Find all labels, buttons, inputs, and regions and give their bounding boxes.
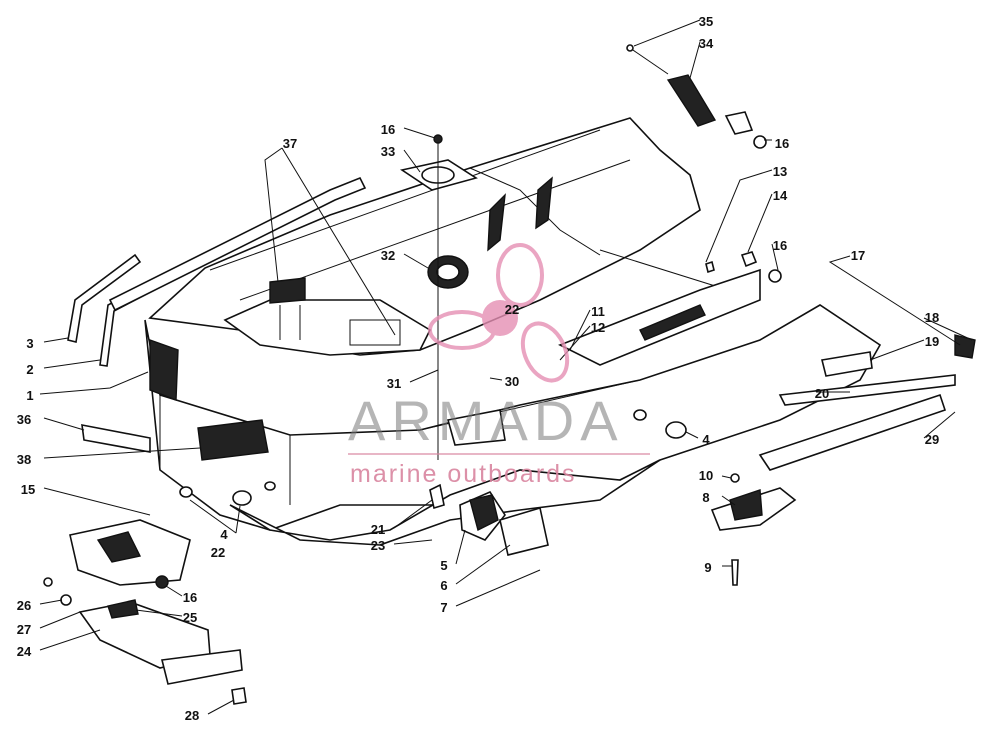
callout-c6: 6 <box>440 578 447 593</box>
callout-c29: 29 <box>925 432 939 447</box>
callout-c30: 30 <box>505 374 519 389</box>
callout-c36: 36 <box>17 412 31 427</box>
callout-c25: 25 <box>183 610 197 625</box>
callout-c16c: 16 <box>381 122 395 137</box>
callout-c27: 27 <box>17 622 31 637</box>
callout-c5: 5 <box>440 558 447 573</box>
callout-c19: 19 <box>925 334 939 349</box>
callout-c32: 32 <box>381 248 395 263</box>
pulley-guard <box>429 409 549 556</box>
lower-left-parts <box>43 519 247 705</box>
callout-c23: 23 <box>371 538 385 553</box>
callout-c18: 18 <box>925 310 939 325</box>
headlight-parts <box>399 134 478 460</box>
callout-c28: 28 <box>185 708 199 723</box>
callout-c14: 14 <box>773 188 788 203</box>
callout-c16d: 16 <box>183 590 197 605</box>
callout-c37: 37 <box>283 136 297 151</box>
callout-c10: 10 <box>699 468 713 483</box>
watermark: ARMADA marine outboards <box>348 243 650 488</box>
callout-c21: 21 <box>371 522 385 537</box>
callout-c38: 38 <box>17 452 31 467</box>
callout-c1: 1 <box>26 388 33 403</box>
propeller-logo-icon <box>428 243 570 383</box>
callout-c9: 9 <box>704 560 711 575</box>
callout-c16a: 16 <box>775 136 789 151</box>
callout-c35: 35 <box>699 14 713 29</box>
hood-assembly <box>144 117 976 546</box>
hinge-34 <box>626 44 767 149</box>
trim-strips <box>67 176 367 367</box>
callout-c33: 33 <box>381 144 395 159</box>
callout-c4b: 4 <box>220 527 228 542</box>
callout-c26: 26 <box>17 598 31 613</box>
leader-lines <box>39 19 973 715</box>
callout-c11: 11 <box>591 304 605 319</box>
callout-c34: 34 <box>699 36 714 51</box>
callout-c12: 12 <box>591 320 605 335</box>
watermark-tagline: marine outboards <box>350 460 577 488</box>
callout-c3: 3 <box>26 336 33 351</box>
callout-c16b: 16 <box>773 238 787 253</box>
watermark-brand: ARMADA <box>348 389 624 452</box>
callout-c22a: 22 <box>505 302 519 317</box>
callout-c8: 8 <box>702 490 709 505</box>
grommets <box>179 251 782 506</box>
callout-c31: 31 <box>387 376 401 391</box>
trim-36 <box>81 424 151 453</box>
callout-c2: 2 <box>26 362 33 377</box>
callout-c22b: 22 <box>211 545 225 560</box>
callout-c15: 15 <box>21 482 35 497</box>
callout-c13: 13 <box>773 164 787 179</box>
callout-c24: 24 <box>17 644 32 659</box>
callout-c17: 17 <box>851 248 865 263</box>
callout-c7: 7 <box>440 600 447 615</box>
bracket-8 <box>710 473 797 586</box>
callout-c20: 20 <box>815 386 829 401</box>
callout-c4a: 4 <box>702 432 710 447</box>
